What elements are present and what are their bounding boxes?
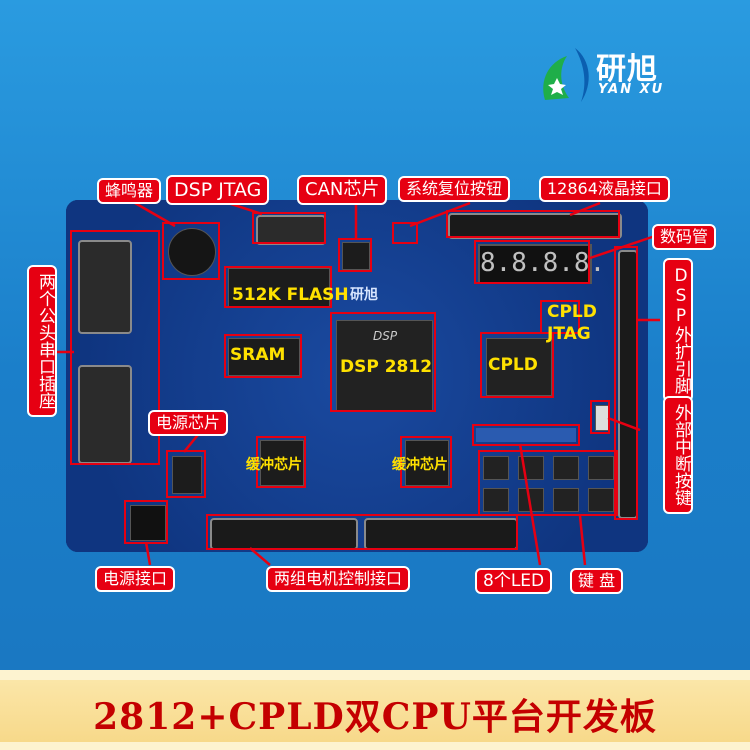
tag-keyboard: 键 盘: [570, 568, 624, 594]
buzzer-part: [168, 228, 216, 276]
dsp-label: DSP 2812: [340, 357, 433, 377]
serial-port-1: [78, 240, 132, 334]
key-button[interactable]: [553, 488, 579, 512]
led-row: [476, 428, 576, 442]
tag-motor: 两组电机控制接口: [266, 566, 411, 592]
buffer-outline-1: [256, 436, 306, 488]
key-button[interactable]: [588, 456, 614, 480]
buffer-chip-2: [405, 440, 449, 486]
buffer-label-1: 缓冲芯片: [246, 457, 302, 473]
sram-label: SRAM: [230, 345, 286, 365]
power-chip-part: [172, 456, 202, 494]
buzzer-outline: [162, 222, 220, 280]
dsp-chip: DSP: [336, 320, 433, 412]
tag-dsp-ext: DSP外扩引脚: [663, 258, 693, 402]
ext-int-outline: [590, 400, 610, 434]
tag-dsp-jtag: DSP JTAG: [166, 175, 270, 205]
lcd-header: [448, 213, 622, 239]
tag-can: CAN芯片: [297, 175, 388, 205]
cpld-jtag-outline: [540, 300, 580, 334]
tag-power-port: 电源接口: [95, 566, 176, 592]
cpld-outline: [480, 332, 554, 398]
dsp-jtag-header: [256, 215, 326, 245]
footer-title: 2812+CPLD双CPU平台开发板: [93, 696, 657, 738]
buffer-label-2: 缓冲芯片: [392, 457, 448, 473]
key-button[interactable]: [483, 488, 509, 512]
serial-outline: [70, 230, 160, 465]
footer-banner: 2812+CPLD双CPU平台开发板: [0, 670, 750, 750]
flash-label: 512K FLASH: [232, 285, 349, 305]
tag-buzzer: 蜂鸣器: [97, 178, 162, 204]
tag-serial: 两个公头串口插座: [27, 265, 57, 417]
keyboard-outline: [478, 450, 618, 516]
tag-ext-int: 外部中断按键: [663, 396, 693, 514]
can-chip-part: [342, 242, 370, 270]
cpld-jtag-label-1: CPLD: [547, 302, 597, 322]
motor-outline: [206, 514, 518, 550]
yanxu-logo-icon: [543, 48, 589, 102]
sram-chip: [228, 338, 300, 376]
key-button[interactable]: [483, 456, 509, 480]
seven-segment-display: 8.8.8.8.: [478, 244, 605, 284]
tag-led: 8个LED: [475, 568, 553, 594]
flash-outline: [224, 266, 332, 308]
dsp-outline: [330, 312, 436, 412]
dsp-chip-mark: DSP: [373, 329, 398, 343]
buffer-chip-1: [260, 440, 304, 486]
board-silk-logo: 研旭: [350, 287, 378, 303]
key-button[interactable]: [588, 488, 614, 512]
logo-subtitle: YAN XU: [598, 82, 665, 97]
digit-outline: [474, 240, 590, 284]
sram-outline: [224, 334, 302, 378]
dsp-jtag-outline: [252, 212, 326, 244]
tag-lcd: 12864液晶接口: [539, 176, 670, 202]
flash-chip: [228, 268, 330, 308]
cpld-chip: [486, 338, 552, 396]
buffer-outline-2: [400, 436, 452, 488]
cpld-jtag-label-2: JTAG: [547, 324, 591, 344]
tag-power-chip: 电源芯片: [148, 410, 229, 436]
power-jack: [130, 505, 166, 541]
tag-digit: 数码管: [652, 224, 717, 250]
logo-name: 研旭: [596, 52, 658, 87]
led-outline: [472, 424, 580, 446]
tag-reset: 系统复位按钮: [398, 176, 511, 202]
lcd-outline: [446, 210, 620, 238]
cpld-label: CPLD: [488, 355, 538, 375]
key-button[interactable]: [553, 456, 579, 480]
reset-outline: [392, 222, 418, 244]
